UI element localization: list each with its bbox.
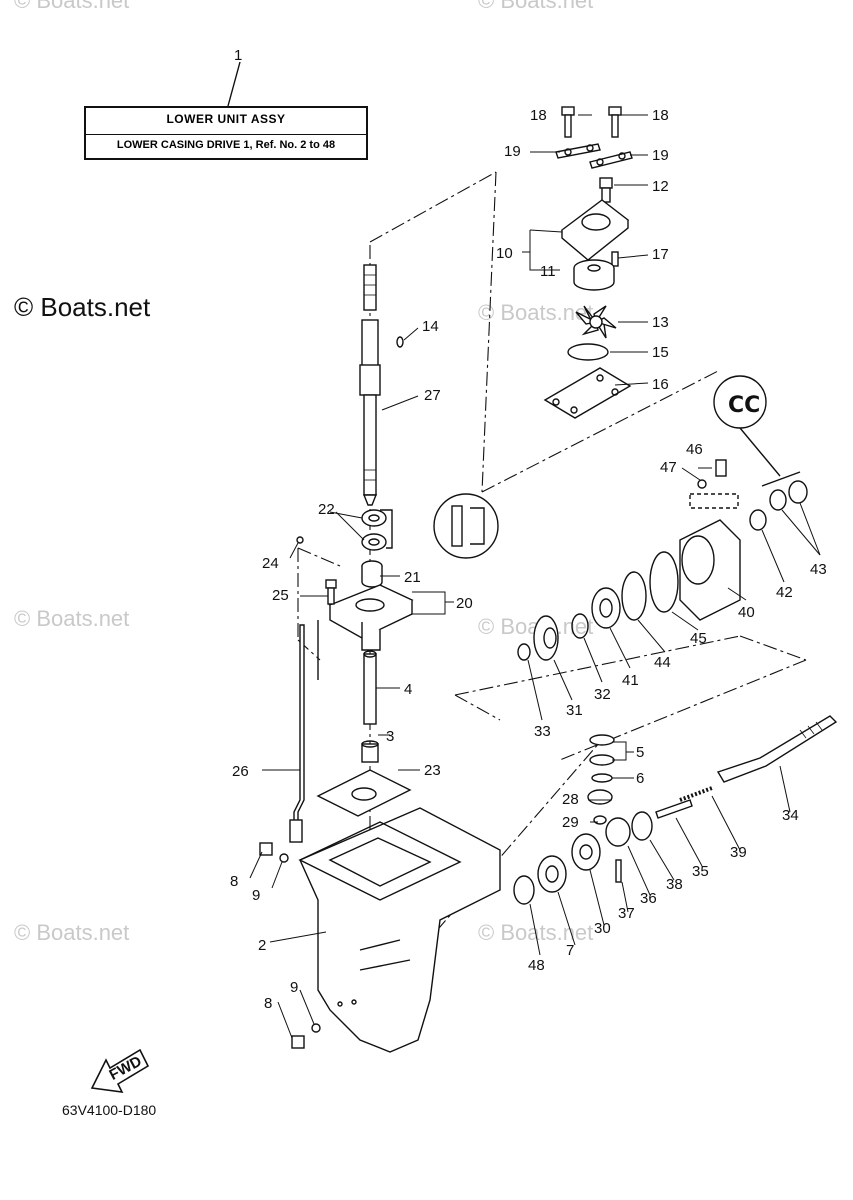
callout-36: 36 [640, 890, 657, 907]
drawing-code: 63V4100-D180 [62, 1102, 157, 1118]
callout-2: 2 [258, 937, 266, 954]
callout-31: 31 [566, 702, 583, 719]
callout-22: 22 [318, 501, 335, 518]
cc-symbol: CC [728, 393, 760, 418]
callout-42: 42 [776, 584, 793, 601]
callout-47: 47 [660, 459, 677, 476]
callout-19b: 19 [652, 147, 669, 164]
callout-17: 17 [652, 246, 669, 263]
callout-19a: 19 [504, 143, 521, 160]
callout-4: 4 [404, 681, 412, 698]
callout-16: 16 [652, 376, 669, 393]
callout-30: 30 [594, 920, 611, 937]
callout-44: 44 [654, 654, 671, 671]
callout-14: 14 [422, 318, 439, 335]
watermark-left-2: © Boats.net [14, 606, 130, 631]
callout-21: 21 [404, 569, 421, 586]
callout-8b: 8 [264, 995, 272, 1012]
callout-9b: 9 [290, 979, 298, 996]
callout-45: 45 [690, 630, 707, 647]
watermark-top-left: © Boats.net [14, 0, 130, 13]
callout-40: 40 [738, 604, 755, 621]
callout-26: 26 [232, 763, 249, 780]
callout-43: 43 [810, 561, 827, 578]
callout-23: 23 [424, 762, 441, 779]
callout-11: 11 [540, 263, 556, 280]
assembly-subtitle: LOWER CASING DRIVE 1, Ref. No. 2 to 48 [116, 139, 336, 151]
callout-12: 12 [652, 178, 669, 195]
assembly-title-box: LOWER UNIT ASSY LOWER CASING DRIVE 1, Re… [84, 106, 368, 160]
callout-37: 37 [618, 905, 635, 922]
callout-29: 29 [562, 814, 579, 831]
callout-46: 46 [686, 441, 703, 458]
callout-27: 27 [424, 387, 441, 404]
callout-25: 25 [272, 587, 289, 604]
callout-33: 33 [534, 723, 551, 740]
assembly-title: LOWER UNIT ASSY [166, 112, 286, 126]
callout-41: 41 [622, 672, 639, 689]
callout-layer: 1 2 3 4 5 6 7 8 8 9 9 10 11 12 13 14 15 … [230, 47, 827, 1012]
callout-13: 13 [652, 314, 669, 331]
callout-1: 1 [234, 47, 242, 64]
callout-6: 6 [636, 770, 644, 787]
callout-34: 34 [782, 807, 799, 824]
callout-20: 20 [456, 595, 473, 612]
callout-48: 48 [528, 957, 545, 974]
callout-9a: 9 [252, 887, 260, 904]
watermark-left-3: © Boats.net [14, 920, 130, 945]
watermark-top-right: © Boats.net [478, 0, 594, 13]
fwd-arrow-icon: FWD [90, 1048, 150, 1093]
boats-net-watermark: © Boats.net [14, 292, 151, 322]
callout-8a: 8 [230, 873, 238, 890]
callout-3: 3 [386, 728, 394, 745]
callout-15: 15 [652, 344, 669, 361]
callout-18b: 18 [652, 107, 669, 124]
callout-38: 38 [666, 876, 683, 893]
callout-35: 35 [692, 863, 709, 880]
callout-5: 5 [636, 744, 644, 761]
title-divider [86, 134, 366, 135]
callout-7: 7 [566, 942, 574, 959]
callout-28: 28 [562, 791, 579, 808]
callout-24: 24 [262, 555, 279, 572]
callout-18a: 18 [530, 107, 547, 124]
watermark-mid-right: © Boats.net [478, 300, 594, 325]
callout-10: 10 [496, 245, 513, 262]
callout-32: 32 [594, 686, 611, 703]
callout-39: 39 [730, 844, 747, 861]
